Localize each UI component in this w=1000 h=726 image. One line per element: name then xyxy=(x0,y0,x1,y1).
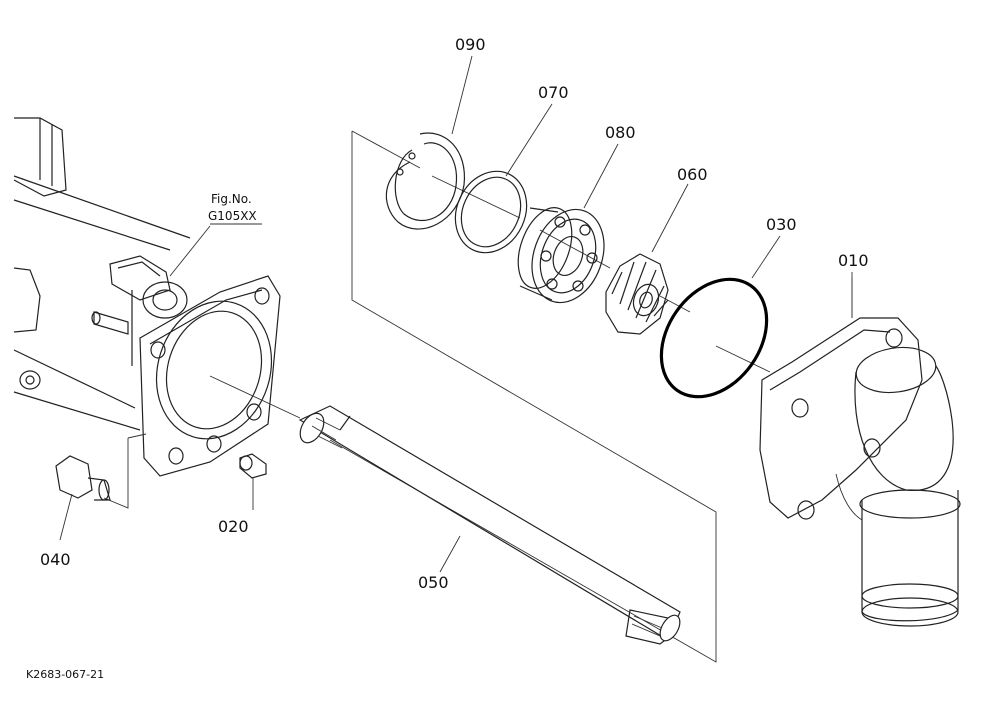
part-040-plug xyxy=(55,455,111,541)
part-090-snap-ring xyxy=(385,132,466,230)
part-070-ring xyxy=(454,170,528,254)
drawing-code: K2683-067-21 xyxy=(26,668,104,681)
label-040: 040 xyxy=(40,550,71,569)
housing-assembly xyxy=(13,117,281,477)
fig-no-label: Fig.No. xyxy=(211,192,252,206)
leader-lines xyxy=(169,55,853,573)
label-080: 080 xyxy=(605,123,636,142)
label-030: 030 xyxy=(766,215,797,234)
fig-no-code: G105XX xyxy=(208,209,257,223)
figure-reference: Fig.No. G105XX xyxy=(208,192,257,223)
part-050-shaft xyxy=(298,405,681,645)
label-050: 050 xyxy=(418,573,449,592)
label-090: 090 xyxy=(455,35,486,54)
part-010-cover xyxy=(759,278,961,627)
part-labels: 090 070 080 060 030 010 020 040 050 xyxy=(40,35,869,592)
part-020-pin xyxy=(239,453,267,510)
label-060: 060 xyxy=(677,165,708,184)
label-070: 070 xyxy=(538,83,569,102)
axis-lines xyxy=(103,130,771,663)
part-060-bevel-gear xyxy=(605,253,669,335)
part-030-o-ring xyxy=(659,277,769,399)
label-020: 020 xyxy=(218,517,249,536)
label-010: 010 xyxy=(838,251,869,270)
part-080-bearing xyxy=(517,207,605,304)
